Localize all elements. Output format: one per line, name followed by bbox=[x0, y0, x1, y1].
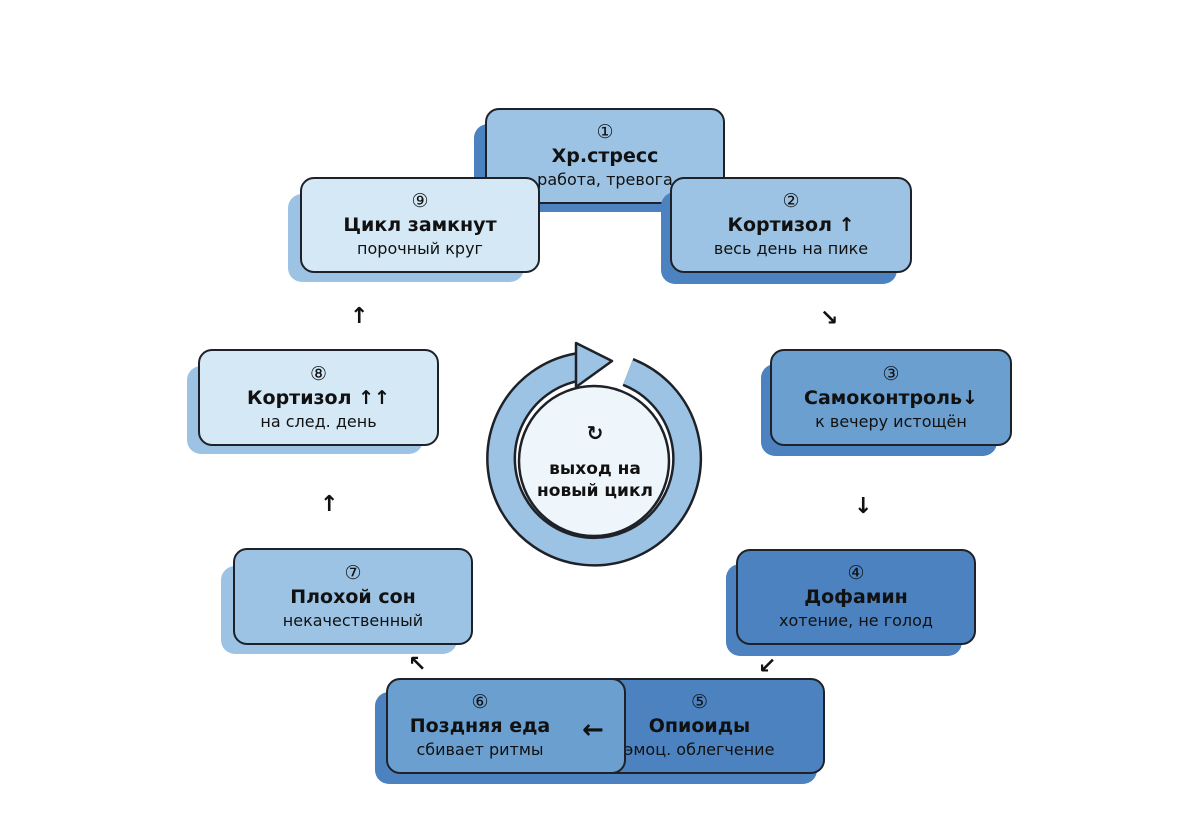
node-6-subtitle: сбивает ритмы bbox=[416, 740, 544, 759]
node-2-subtitle: весь день на пике bbox=[713, 239, 869, 258]
node-5-number: ⑤ bbox=[690, 691, 709, 713]
node-2-number: ② bbox=[782, 190, 800, 212]
node-3-number: ③ bbox=[882, 362, 900, 385]
node-8-subtitle: на след. день bbox=[260, 411, 377, 431]
node-9-subtitle: порочный круг bbox=[357, 239, 483, 258]
node-5-subtitle: эмоц. облегчение bbox=[624, 740, 775, 759]
arrow-5-to-6: ← bbox=[582, 715, 604, 745]
node-7-number: ⑦ bbox=[344, 561, 362, 584]
node-3-self-control-down: ③ Самоконтроль↓ к вечеру истощён bbox=[770, 349, 1012, 446]
node-5-title: Опиоиды bbox=[648, 715, 751, 737]
center-circle bbox=[517, 384, 671, 538]
node-9-cycle-closed: ⑨ Цикл замкнут порочный круг bbox=[300, 177, 540, 273]
arrow-3-to-4: ↓ bbox=[854, 494, 873, 519]
center-line-1: выход на bbox=[549, 459, 641, 479]
node-6-late-food: ⑥ Поздняя еда сбивает ритмы bbox=[386, 678, 626, 774]
center-cycle-arrowhead bbox=[574, 341, 614, 389]
node-7-title: Плохой сон bbox=[290, 585, 416, 608]
node-2-cortisol-up: ② Кортизол ↑ весь день на пике bbox=[670, 177, 912, 273]
node-4-title: Дофамин bbox=[804, 586, 908, 608]
arrow-4-to-5: ↙ bbox=[758, 654, 777, 679]
node-8-cortisol-double-up: ⑧ Кортизол ↑↑ на след. день bbox=[198, 349, 439, 446]
node-7-bad-sleep: ⑦ Плохой сон некачественный bbox=[233, 548, 473, 645]
arrow-8-to-9: ↑ bbox=[350, 304, 369, 329]
arrow-7-to-8: ↑ bbox=[320, 492, 339, 517]
center-cycle-graphic bbox=[486, 341, 703, 567]
node-4-dopamine: ④ Дофамин хотение, не голод bbox=[736, 549, 976, 645]
node-9-title: Цикл замкнут bbox=[343, 214, 497, 236]
center-cycle-icon: ↻ bbox=[586, 421, 604, 445]
node-8-title: Кортизол ↑↑ bbox=[247, 386, 390, 409]
center-line-2: новый цикл bbox=[537, 481, 653, 501]
node-1-number: ① bbox=[596, 121, 614, 143]
node-4-number: ④ bbox=[847, 562, 865, 584]
node-9-number: ⑨ bbox=[411, 190, 429, 212]
node-6-title: Поздняя еда bbox=[409, 715, 551, 737]
node-7-subtitle: некачественный bbox=[282, 610, 424, 630]
node-3-title: Самоконтроль↓ bbox=[804, 386, 978, 409]
node-3-subtitle: к вечеру истощён bbox=[815, 411, 967, 431]
node-2-title: Кортизол ↑ bbox=[727, 214, 855, 236]
node-1-subtitle: работа, тревога bbox=[537, 170, 673, 189]
arrow-2-to-3: ↘ bbox=[820, 306, 839, 331]
arrow-6-to-7: ↖ bbox=[408, 652, 427, 677]
node-8-number: ⑧ bbox=[309, 362, 328, 385]
node-4-subtitle: хотение, не голод bbox=[779, 611, 933, 630]
node-1-title: Хр.стресс bbox=[551, 145, 659, 167]
node-6-number: ⑥ bbox=[471, 691, 489, 713]
